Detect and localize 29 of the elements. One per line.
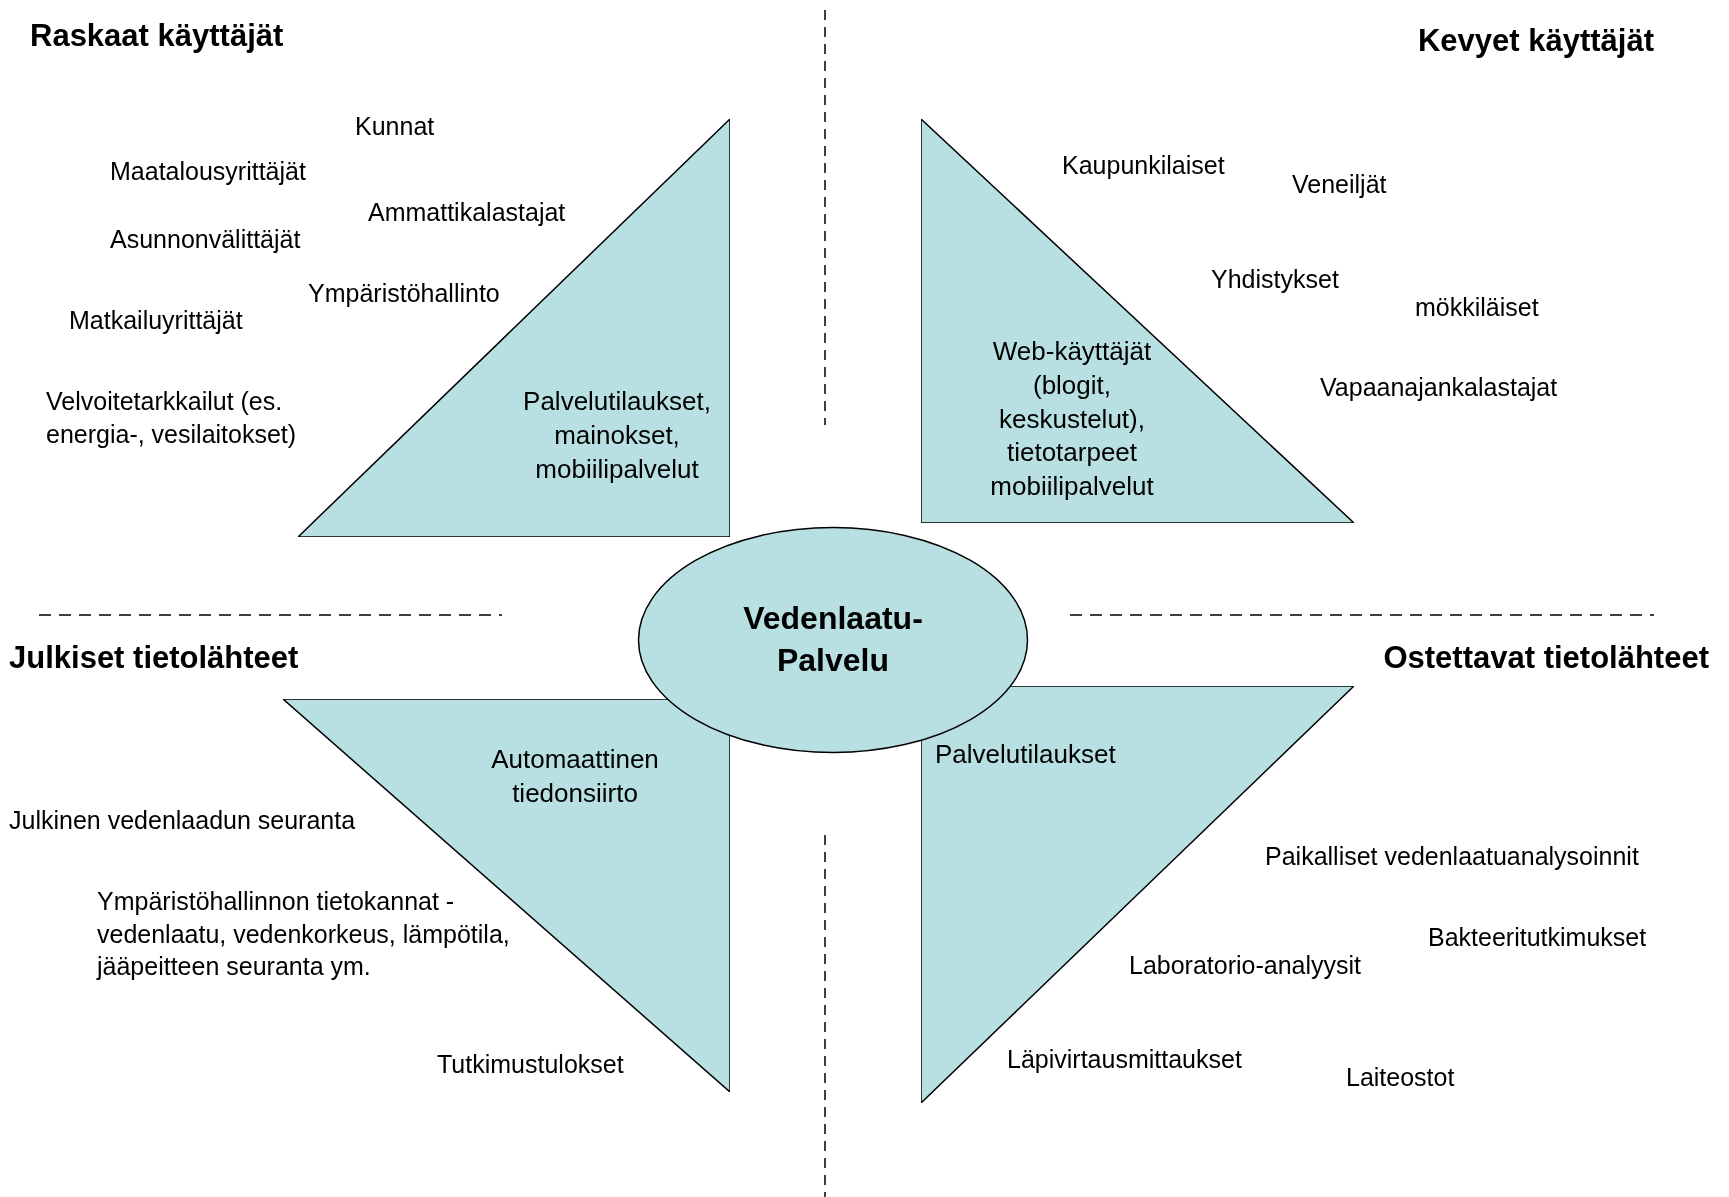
category-heading: Raskaat käyttäjät: [30, 16, 284, 55]
label-text: Paikalliset vedenlaatuanalysoinnit: [1265, 840, 1639, 872]
label-text: Maatalousyrittäjät: [110, 155, 306, 187]
label-text: Vapaanajankalastajat: [1320, 371, 1558, 403]
node-text: Palvelutilaukset, mainokset, mobiilipalvelut: [522, 385, 712, 486]
label-text: Laboratorio-analyysit: [1129, 949, 1362, 981]
category-heading: Julkiset tietolähteet: [9, 638, 299, 677]
label-text: Asunnonvälittäjät: [110, 223, 301, 255]
label-text: Yhdistykset: [1211, 263, 1339, 295]
label-text: Veneiljät: [1292, 168, 1387, 200]
category-heading: Ostettavat tietolähteet: [1383, 638, 1709, 677]
node-text: Palvelutilaukset: [935, 738, 1117, 772]
label-text: mökkiläiset: [1415, 291, 1539, 323]
label-text: Läpivirtausmittaukset: [1007, 1043, 1242, 1075]
label-text: Ympäristöhallinnon tietokannat -vedenlaatu, vedenkorkeus, lämpötila, jääpeitteen seuranta ym.: [97, 886, 511, 983]
label-text: Ammattikalastajat: [368, 196, 566, 228]
center-title: Vedenlaatu- Palvelu: [742, 599, 924, 680]
node-text: Web-käyttäjät (blogit, keskustelut), tietotarpeet mobiilipalvelut: [989, 334, 1155, 503]
label-text: Bakteeritutkimukset: [1428, 921, 1647, 953]
label-text: Matkailuyrittäjät: [69, 304, 243, 336]
label-text: Julkinen vedenlaadun seuranta: [9, 804, 356, 836]
node-text: Automaattinen tiedonsiirto: [490, 743, 660, 810]
label-text: Kaupunkilaiset: [1062, 149, 1225, 181]
label-text: Ympäristöhallinto: [308, 277, 500, 309]
label-text: Laiteostot: [1346, 1061, 1455, 1093]
category-heading: Kevyet käyttäjät: [1417, 21, 1654, 60]
label-text: Kunnat: [355, 110, 435, 142]
label-text: Tutkimustulokset: [437, 1048, 624, 1080]
label-text: Velvoitetarkkailut (es. energia-, vesilaitokset): [46, 385, 298, 450]
